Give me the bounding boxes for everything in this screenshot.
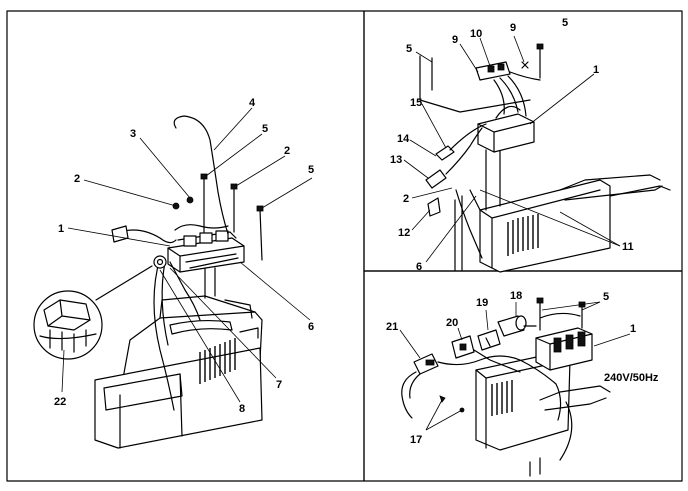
housing-grill [199, 338, 236, 384]
callout-5e: 5 [603, 291, 609, 303]
terminal-block-bottom-right [535, 312, 593, 371]
callout-13: 13 [390, 154, 402, 166]
callout-2b: 2 [284, 145, 290, 157]
callout-3: 3 [130, 128, 136, 140]
callout-9b: 9 [510, 22, 516, 34]
callout-14: 14 [397, 133, 410, 145]
cord-plug-top-right [425, 123, 487, 259]
callout-1b: 1 [593, 64, 599, 76]
callout-18: 18 [510, 290, 522, 302]
callout-11: 11 [622, 241, 634, 253]
callout-5c: 5 [562, 17, 568, 29]
cabinet-bottom-right [475, 351, 611, 477]
callout-10: 10 [470, 28, 482, 40]
callout-2: 2 [74, 173, 80, 185]
callout-15: 15 [410, 97, 422, 109]
grill-bottom-right [491, 380, 513, 416]
callout-20: 20 [446, 317, 458, 329]
callout-6b: 6 [416, 261, 422, 273]
panel-bottom-right-frame [363, 270, 683, 482]
main-panel: 1 2 3 4 5 2 5 6 7 8 22 [33, 97, 314, 449]
grill-top-right [507, 214, 539, 256]
leader-lines-top-right [403, 35, 621, 263]
leader-lines-bottom-right [399, 301, 631, 431]
connector-detail-inset [33, 265, 153, 360]
callout-21: 21 [386, 321, 398, 333]
screws-main [172, 173, 264, 261]
callout-2c: 2 [403, 193, 409, 205]
voltage-note: 240V/50Hz [604, 372, 659, 384]
callout-19: 19 [476, 297, 488, 309]
callout-22: 22 [54, 396, 66, 408]
callout-9: 9 [452, 34, 458, 46]
callout-1: 1 [58, 223, 64, 235]
callout-5b: 5 [308, 164, 314, 176]
cabinet-top-right [454, 174, 671, 273]
cabinet-housing [94, 295, 263, 449]
callout-5: 5 [262, 123, 268, 135]
bracket-top [475, 61, 541, 117]
cord-plug-bottom-right [401, 353, 439, 419]
callout-4: 4 [249, 97, 256, 109]
terminal-block [167, 224, 245, 273]
callout-7: 7 [276, 379, 282, 391]
callout-5d: 5 [406, 43, 412, 55]
fuse-holder [497, 315, 537, 337]
callout-8: 8 [239, 403, 245, 415]
bottom-right-panel: 18 19 20 21 5 1 17 240V/50Hz [386, 290, 659, 477]
callout-12: 12 [398, 227, 410, 239]
leader-lines-main [61, 107, 313, 403]
callout-6: 6 [308, 321, 314, 333]
callout-17: 17 [410, 434, 422, 446]
callout-1c: 1 [630, 323, 636, 335]
terminal-block-top-right [477, 105, 535, 153]
top-right-panel: 9 10 9 5 5 1 15 14 13 2 12 6 11 [390, 17, 671, 273]
